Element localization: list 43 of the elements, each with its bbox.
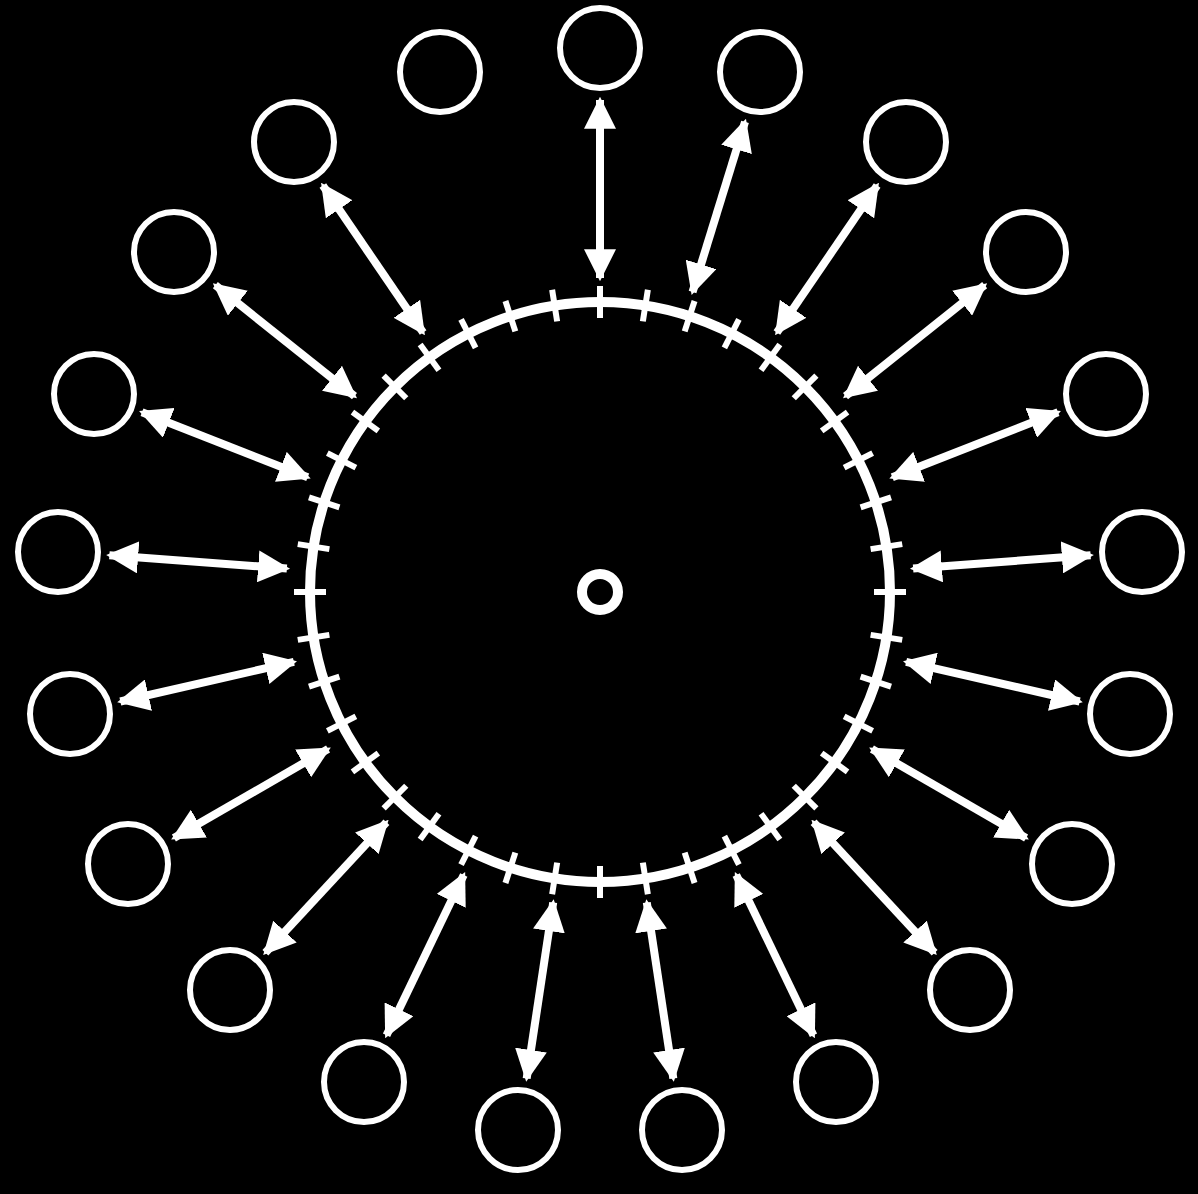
satellite-circle: [472, 1083, 565, 1176]
double-arrow: [869, 745, 1029, 842]
satellite-circle: [11, 505, 104, 598]
satellite-circle: [1025, 818, 1118, 910]
double-arrow: [909, 541, 1094, 583]
double-arrow: [685, 118, 752, 295]
double-arrow: [319, 182, 427, 336]
double-arrow: [262, 819, 390, 956]
satellite-circle: [1096, 505, 1189, 598]
satellite-circle: [924, 944, 1016, 1037]
satellite-circle: [128, 206, 221, 299]
satellite-circle: [23, 667, 116, 760]
double-arrow: [515, 899, 565, 1082]
satellite-circle: [183, 944, 276, 1037]
double-arrow: [382, 872, 468, 1039]
double-arrow: [773, 182, 881, 336]
satellite-circle: [979, 206, 1072, 299]
double-arrow: [903, 652, 1083, 711]
satellite-circle: [247, 96, 340, 189]
double-arrow: [212, 282, 357, 400]
double-arrow: [732, 872, 818, 1039]
satellite-circle: [554, 2, 646, 94]
double-arrow: [139, 407, 311, 482]
satellite-circle: [393, 26, 486, 119]
double-arrow: [889, 407, 1061, 482]
double-arrow: [635, 899, 685, 1082]
double-arrow: [843, 282, 988, 400]
center-ring: [574, 566, 626, 618]
satellite-circle: [860, 96, 953, 189]
satellite-circle: [1084, 667, 1177, 760]
hub-circle: [290, 282, 910, 902]
satellite-circle: [635, 1083, 728, 1176]
double-arrow: [117, 652, 297, 711]
double-arrow: [171, 745, 331, 842]
satellite-circle: [317, 1036, 410, 1129]
double-arrow: [106, 541, 291, 583]
satellite-circle: [82, 818, 175, 910]
double-arrow: [584, 96, 616, 282]
double-arrow: [810, 819, 938, 956]
satellite-circle: [1060, 347, 1153, 440]
satellite-circle: [790, 1036, 883, 1129]
satellite-circle: [47, 347, 140, 440]
satellite-circle: [714, 26, 807, 119]
